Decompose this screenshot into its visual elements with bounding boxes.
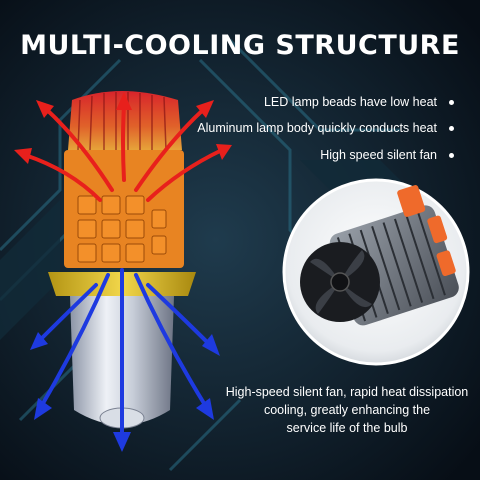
description-line: service life of the bulb: [286, 421, 408, 435]
feature-label: High speed silent fan: [320, 148, 437, 162]
bullet-dot-icon: [449, 100, 454, 106]
fan-description: High-speed silent fan, rapid heat dissip…: [222, 383, 472, 437]
page-title: MULTI-COOLING STRUCTURE: [20, 30, 460, 61]
led-chips: [77, 195, 167, 263]
feature-item-low-heat: LED lamp beads have low heat: [264, 95, 454, 109]
feature-label: LED lamp beads have low heat: [263, 95, 437, 109]
feature-label: Aluminum lamp body quickly conducts heat: [197, 121, 437, 135]
bullet-dot-icon: [449, 126, 454, 132]
feature-item-aluminum-body: Aluminum lamp body quickly conducts heat: [197, 121, 454, 135]
heat-arrow-icon: [23, 103, 224, 202]
cool-arrow-icon: [38, 268, 212, 437]
description-line: cooling, greatly enhancing the: [263, 403, 431, 417]
description-line: High-speed silent fan, rapid heat dissip…: [225, 385, 469, 399]
bullet-dot-icon: [449, 153, 454, 159]
feature-item-silent-fan: High speed silent fan: [320, 148, 454, 162]
